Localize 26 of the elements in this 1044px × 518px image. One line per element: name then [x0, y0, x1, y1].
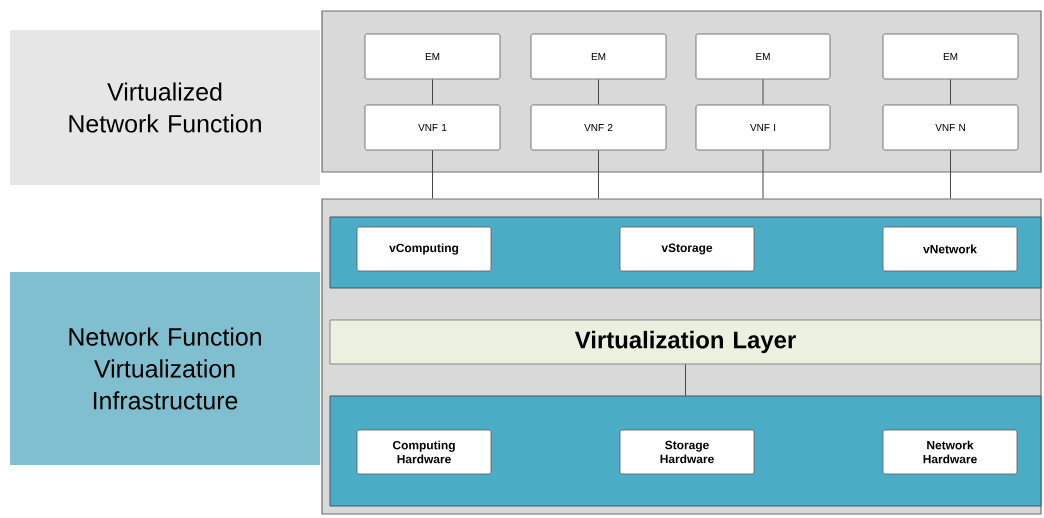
- connector-line: [950, 149, 951, 199]
- connector-line: [762, 78, 764, 106]
- component-box: vComputing: [356, 226, 492, 272]
- component-box: EM: [530, 33, 667, 80]
- component-box: VNF 2: [530, 104, 667, 151]
- component-box: EM: [882, 33, 1019, 80]
- connector-line: [432, 149, 433, 199]
- component-box: vStorage: [619, 226, 755, 272]
- layer-bar: Virtualization Layer: [329, 319, 1042, 365]
- connector-line: [685, 363, 686, 396]
- component-box: Computing Hardware: [356, 429, 492, 475]
- component-box: vNetwork: [882, 226, 1018, 272]
- section-label: Network Function Virtualization Infrastructure: [10, 272, 320, 465]
- component-box: EM: [695, 33, 831, 80]
- section-label: Virtualized Network Function: [10, 30, 320, 185]
- component-box: Network Hardware: [882, 429, 1018, 475]
- connector-line: [598, 78, 599, 106]
- connector-line: [950, 78, 951, 106]
- component-box: Storage Hardware: [619, 429, 755, 475]
- component-box: VNF I: [695, 104, 831, 151]
- connector-line: [598, 149, 599, 199]
- component-box: EM: [364, 33, 501, 80]
- component-box: VNF N: [882, 104, 1019, 151]
- connector-line: [432, 78, 433, 106]
- component-box: VNF 1: [364, 104, 501, 151]
- connector-line: [762, 149, 764, 199]
